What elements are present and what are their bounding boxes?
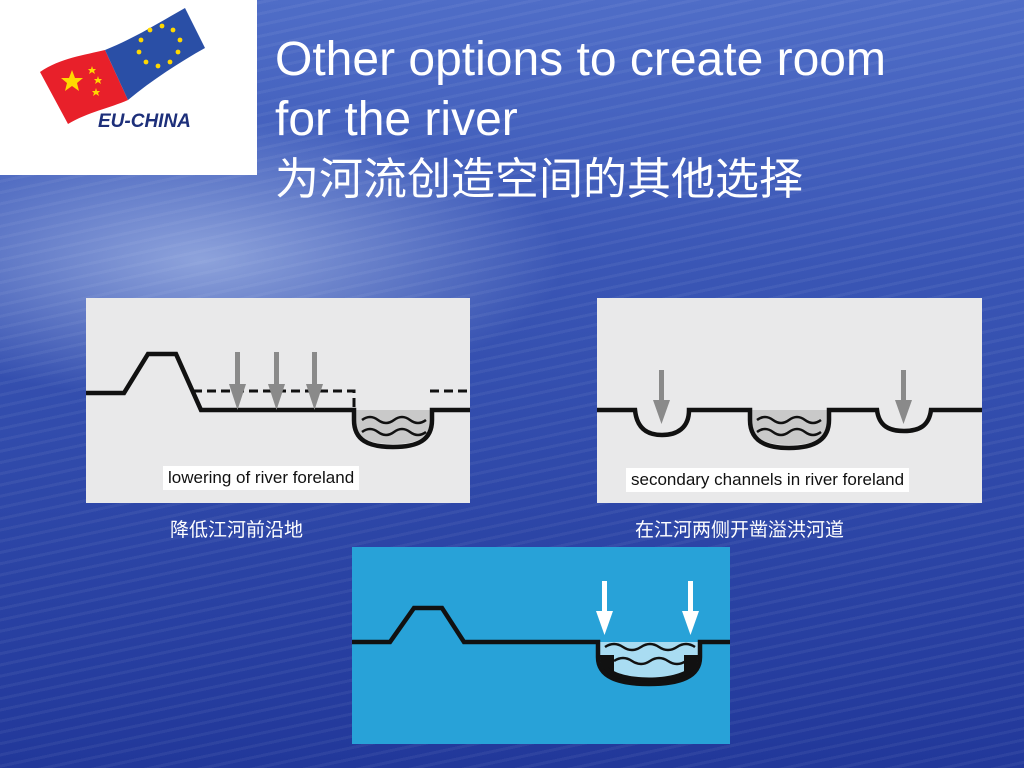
panel-label: secondary channels in river foreland [626, 468, 910, 492]
widening-arrows [596, 581, 699, 635]
title-line-1: Other options to create room [275, 33, 886, 86]
channel-arrows [653, 370, 912, 424]
eu-china-flag-icon [40, 8, 205, 124]
slide-title: Other options to create room for the riv… [275, 30, 1015, 210]
logo-text: EU-CHINA [98, 111, 191, 132]
panel-label: lowering of river foreland [163, 466, 360, 490]
lowering-arrows [229, 352, 323, 410]
diagram-secondary-channels: secondary channels in river foreland [597, 298, 982, 503]
channel-widening-diagram [352, 581, 730, 687]
secondary-channels-diagram [597, 370, 982, 451]
caption-lowering: 降低江河前沿地 [170, 519, 304, 541]
diagram-lowering-foreland: lowering of river foreland [86, 298, 470, 503]
eu-china-logo: EU-CHINA [0, 0, 257, 175]
foreland-lowering-diagram [86, 351, 470, 450]
caption-secondary-channels: 在江河两侧开凿溢洪河道 [635, 519, 845, 541]
title-line-3: 为河流创造空间的其他选择 [275, 154, 803, 205]
diagram-channel-widening [352, 547, 730, 744]
title-line-2: for the river [275, 93, 518, 146]
